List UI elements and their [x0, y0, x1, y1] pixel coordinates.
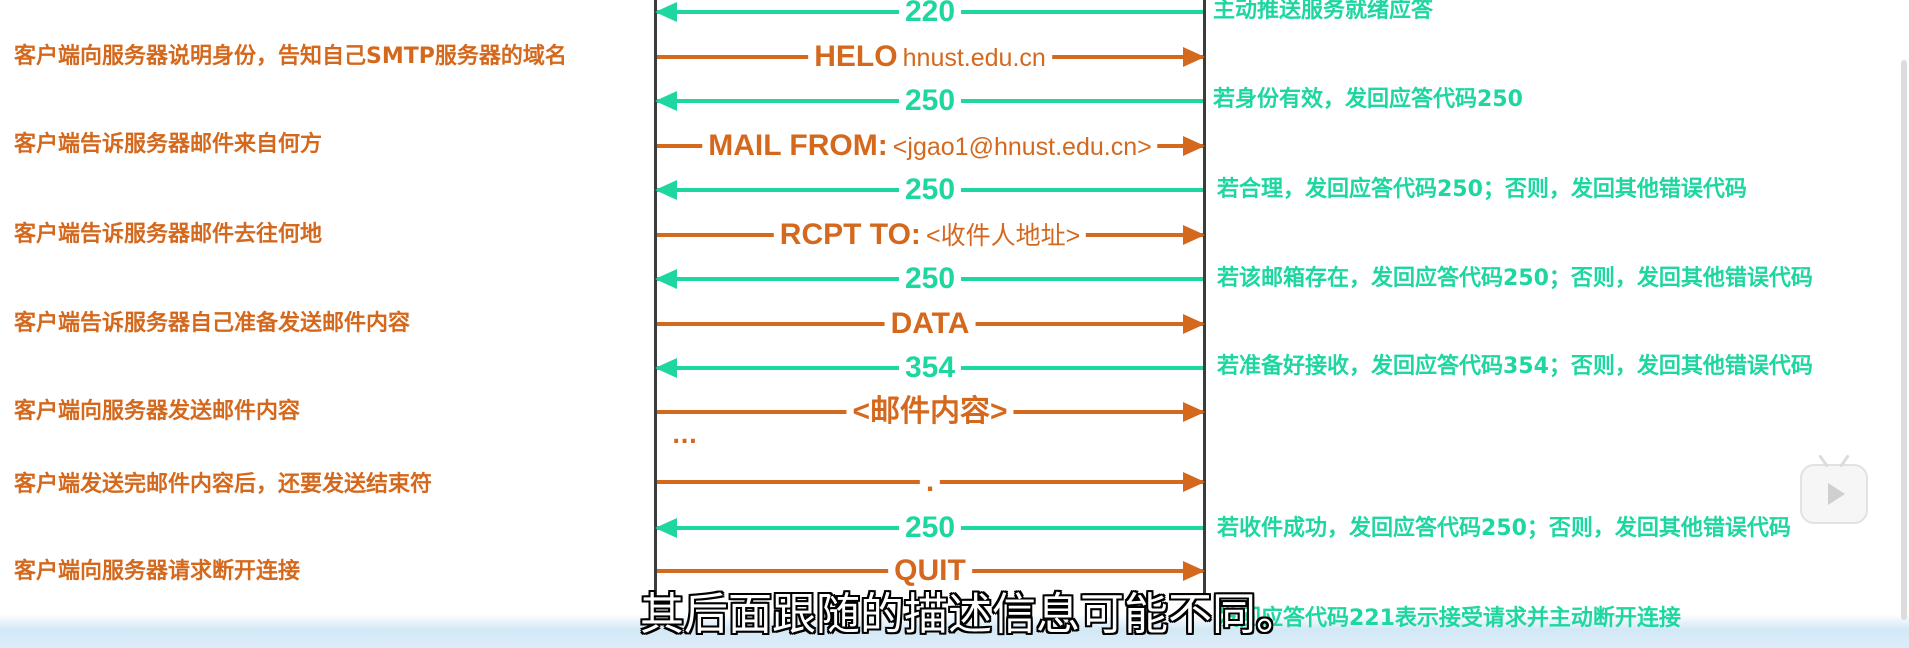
response-arrow-250-mail-from: 250	[655, 170, 1203, 214]
server-note-quit: 发回应答代码221表示接受请求并主动断开连接	[1217, 606, 1681, 631]
response-code: 250	[904, 511, 956, 544]
bottom-watercolor-band	[0, 614, 1909, 648]
response-code: 250	[904, 84, 956, 117]
client-note-mail-from: 客户端告诉服务器邮件来自何方	[14, 132, 323, 157]
command-keyword: .	[925, 465, 935, 498]
response-arrow-354: 354	[655, 348, 1203, 392]
response-arrow-220: 220	[655, 0, 1203, 36]
arrow-head-right	[1183, 314, 1205, 334]
response-arrow-250-rcpt-to: 250	[655, 259, 1203, 303]
arrow-head-right	[1183, 136, 1205, 156]
arrow-head-right	[1183, 225, 1205, 245]
arrow-head-left	[655, 358, 677, 378]
server-note-content: 若收件成功，发回应答代码250；否则，发回其他错误代码	[1217, 516, 1791, 541]
tv-antenna-icon	[1816, 454, 1852, 466]
play-button[interactable]	[1800, 464, 1868, 524]
server-note-mail-from: 若合理，发回应答代码250；否则，发回其他错误代码	[1217, 177, 1747, 202]
server-note-helo: 若身份有效，发回应答代码250	[1213, 87, 1523, 112]
command-arrow-data: DATA	[657, 304, 1205, 348]
command-keyword: QUIT	[894, 554, 966, 587]
arrow-head-left	[655, 518, 677, 538]
arrow-head-left	[655, 269, 677, 289]
command-keyword: HELO	[814, 40, 898, 73]
client-timeline	[654, 0, 657, 600]
command-arrow-helo: HELO hnust.edu.cn	[657, 37, 1205, 81]
client-note-end-marker: 客户端发送完邮件内容后，还要发送结束符	[14, 472, 433, 497]
command-argument: <收件人地址>	[926, 222, 1081, 250]
command-arrow-end-marker: .	[657, 462, 1205, 506]
arrow-head-right	[1183, 47, 1205, 67]
response-code: 220	[904, 0, 956, 28]
play-icon	[1828, 483, 1845, 505]
client-note-helo: 客户端向服务器说明身份，告知自己SMTP服务器的域名	[14, 44, 567, 69]
video-subtitle: 其后面跟随的描述信息可能不同。	[640, 589, 1300, 640]
arrow-head-left	[655, 2, 677, 22]
server-note-data: 若准备好接收，发回应答代码354；否则，发回其他错误代码	[1217, 354, 1813, 379]
response-code: 354	[904, 351, 956, 384]
server-note-220: 主动推送服务就绪应答	[1213, 0, 1434, 23]
response-arrow-250-content: 250	[655, 508, 1203, 552]
client-note-quit: 客户端向服务器请求断开连接	[14, 559, 301, 584]
command-argument: hnust.edu.cn	[902, 44, 1046, 72]
command-keyword: MAIL FROM:	[708, 129, 888, 162]
server-timeline	[1203, 0, 1206, 600]
command-arrow-quit: QUIT	[657, 551, 1205, 595]
response-code: 250	[904, 173, 956, 206]
response-code: 250	[904, 262, 956, 295]
arrow-head-right	[1183, 561, 1205, 581]
command-arrow-content: <邮件内容>	[657, 392, 1205, 436]
arrow-head-left	[655, 91, 677, 111]
client-note-rcpt-to: 客户端告诉服务器邮件去往何地	[14, 222, 323, 247]
content-ellipsis: ...	[672, 424, 698, 449]
command-arrow-mail-from: MAIL FROM: <jgao1@hnust.edu.cn>	[657, 126, 1205, 170]
scrollbar[interactable]	[1901, 60, 1907, 620]
command-argument: <jgao1@hnust.edu.cn>	[892, 133, 1152, 161]
client-note-data: 客户端告诉服务器自己准备发送邮件内容	[14, 311, 411, 336]
client-note-content: 客户端向服务器发送邮件内容	[14, 399, 301, 424]
command-arrow-rcpt-to: RCPT TO: <收件人地址>	[657, 215, 1205, 259]
arrow-head-left	[655, 180, 677, 200]
server-note-rcpt-to: 若该邮箱存在，发回应答代码250；否则，发回其他错误代码	[1217, 266, 1813, 291]
command-keyword: DATA	[890, 307, 970, 340]
command-keyword: <邮件内容>	[852, 395, 1008, 428]
response-arrow-250-helo: 250	[655, 81, 1203, 125]
arrow-head-right	[1183, 402, 1205, 422]
command-keyword: RCPT TO:	[779, 218, 921, 251]
arrow-head-right	[1183, 472, 1205, 492]
